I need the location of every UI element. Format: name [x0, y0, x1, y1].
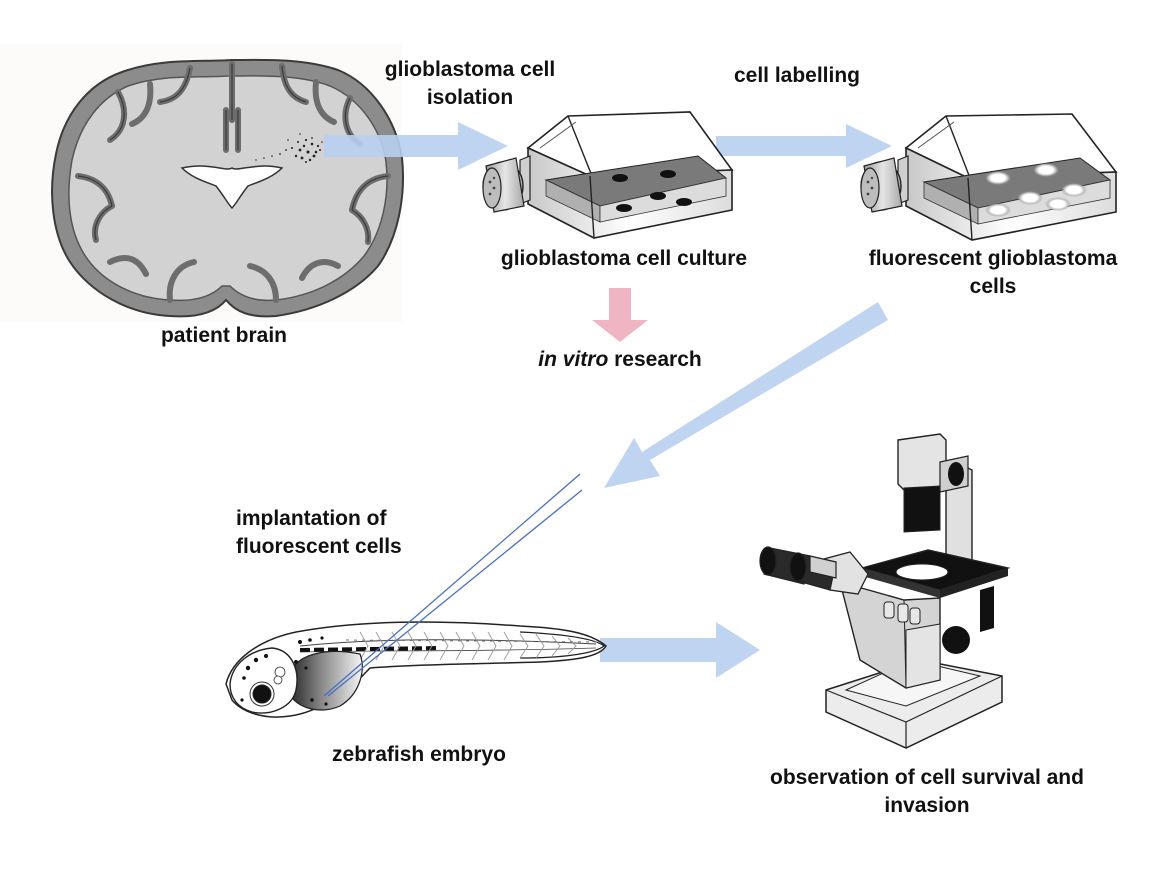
zebrafish-embryo-icon	[225, 621, 607, 718]
arrow-in-vitro	[592, 288, 648, 342]
observation-label-line2: invasion	[884, 794, 970, 817]
arrow-to-observation	[600, 622, 760, 678]
implantation-label: implantation of fluorescent cells	[236, 505, 436, 561]
culture-flask-icon	[482, 111, 734, 239]
labelling-label: cell labelling	[733, 64, 861, 87]
brain-cross-section-icon	[51, 58, 404, 318]
in-vitro-label: in vitro research	[512, 346, 728, 374]
observation-label-line1: observation of cell survival and	[770, 766, 1084, 789]
injection-needle-icon	[323, 473, 583, 697]
arrow-isolation	[324, 122, 508, 170]
fluorescent-cells-label-line1: fluorescent glioblastoma	[868, 247, 1118, 270]
in-vitro-italic: in vitro	[538, 348, 609, 371]
zebrafish-label: zebrafish embryo	[332, 743, 506, 766]
culture-label: glioblastoma cell culture	[500, 247, 748, 270]
in-vitro-rest: research	[608, 348, 702, 371]
arrow-to-implantation	[604, 302, 888, 488]
implantation-label-line1: implantation of	[236, 507, 387, 530]
patient-brain-label: patient brain	[160, 324, 287, 347]
isolation-label: glioblastoma cell isolation	[365, 56, 575, 112]
isolation-label-line1: glioblastoma cell	[384, 58, 556, 81]
implantation-label-line2: fluorescent cells	[236, 535, 402, 558]
observation-label: observation of cell survival and invasio…	[737, 764, 1117, 820]
isolation-label-line2: isolation	[426, 86, 514, 109]
fluorescent-cells-label: fluorescent glioblastoma cells	[840, 245, 1146, 301]
arrow-labelling	[716, 124, 892, 168]
fluorescent-flask-icon	[860, 113, 1118, 241]
inverted-microscope-icon	[759, 433, 1011, 749]
fluorescent-cells-label-line2: cells	[969, 275, 1017, 298]
